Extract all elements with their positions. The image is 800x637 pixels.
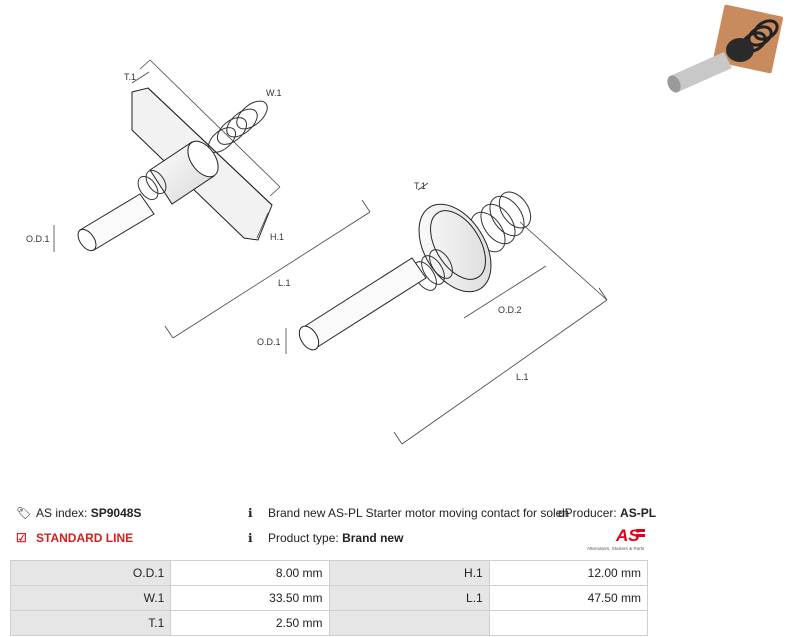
spec-key: W.1	[9, 585, 172, 611]
producer-row: dProducer: AS-PL	[558, 506, 656, 520]
right-part-illustration	[285, 182, 608, 445]
as-index-label: AS index:	[36, 506, 88, 520]
specs-table: O.D.1 8.00 mm H.1 12.00 mm W.1 33.50 mm …	[9, 560, 649, 636]
right-dim-od1: O.D.1	[257, 337, 281, 347]
product-type-value: Brand new	[342, 531, 404, 545]
table-row: T.1 2.50 mm	[9, 610, 649, 636]
tag-icon: 🏷︎	[16, 506, 32, 520]
left-dim-od1: O.D.1	[26, 234, 50, 244]
description-row: ℹ Brand new AS-PL Starter motor moving c…	[248, 506, 569, 520]
standard-line-label: STANDARD LINE	[36, 531, 134, 545]
logo-mark: AS	[615, 526, 640, 545]
product-type-row: ℹ Product type: Brand new	[248, 531, 403, 545]
spec-value: 33.50 mm	[170, 585, 330, 611]
right-dim-t1: T.1	[414, 181, 426, 191]
spec-value	[488, 610, 649, 636]
description-text: Brand new AS-PL Starter motor moving con…	[268, 506, 570, 520]
right-dim-od2: O.D.2	[498, 305, 522, 315]
info-icon: ℹ	[248, 506, 253, 520]
product-type-label: Product type:	[268, 531, 339, 545]
producer-label: dProducer:	[558, 506, 617, 520]
producer-value: AS-PL	[620, 506, 657, 520]
spec-value: 2.50 mm	[170, 610, 330, 636]
left-dim-h1: H.1	[270, 232, 284, 242]
as-index-row: 🏷︎ AS index: SP9048S	[16, 506, 141, 520]
info-icon: ℹ	[248, 531, 253, 545]
spec-key: O.D.1	[9, 560, 172, 586]
spec-key: H.1	[328, 560, 490, 586]
spec-value: 12.00 mm	[488, 560, 649, 586]
standard-line-row: ☑ STANDARD LINE	[16, 531, 133, 545]
spec-value: 47.50 mm	[488, 585, 649, 611]
as-index-value: SP9048S	[90, 506, 142, 520]
right-dim-l1: L.1	[516, 372, 529, 382]
spec-value: 8.00 mm	[170, 560, 330, 586]
table-row: W.1 33.50 mm L.1 47.50 mm	[9, 585, 649, 611]
logo-tagline: Alternators, Starters & Parts	[587, 546, 645, 551]
spec-key: L.1	[328, 585, 490, 611]
technical-drawing: T.1 W.1 O.D.1 H.1 L.1 T.1 O.D.1 O.D.2 L.…	[26, 59, 608, 445]
as-pl-logo: AS Alternators, Starters & Parts	[587, 526, 645, 551]
checkbox-check-icon: ☑	[16, 531, 27, 545]
table-row: O.D.1 8.00 mm H.1 12.00 mm	[9, 560, 649, 586]
spec-key: T.1	[9, 610, 172, 636]
product-photo	[667, 4, 784, 93]
spec-key	[328, 610, 490, 636]
left-dim-w1: W.1	[266, 88, 282, 98]
left-part-illustration	[53, 59, 371, 339]
left-dim-t1: T.1	[124, 72, 136, 82]
left-dim-l1: L.1	[278, 278, 291, 288]
